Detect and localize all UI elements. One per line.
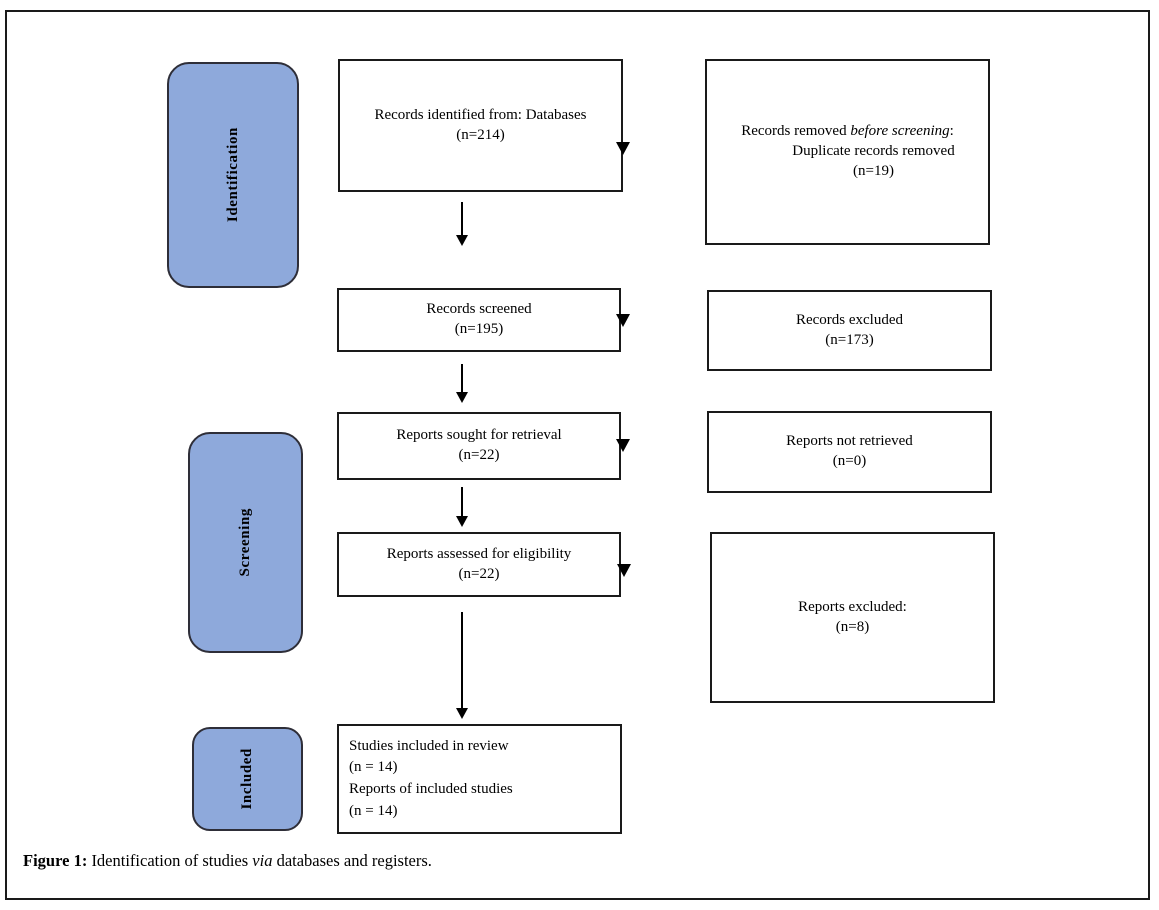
box-count: (n = 14) (349, 802, 398, 819)
box-count: (n=214) (456, 126, 505, 143)
figure-caption-text: Identification of studies (87, 851, 253, 870)
stage-screening: Screening (188, 432, 303, 653)
box-records-excluded: Records excluded (n=173) (707, 290, 992, 371)
box-text-segment: : (949, 123, 954, 140)
box-reports-assessed: Reports assessed for eligibility (n=22) (337, 532, 621, 597)
box-studies-included: Studies included in review (n = 14) Repo… (337, 724, 622, 834)
box-text: Reports of included studies (349, 781, 513, 797)
box-text: Records removed before screening: (707, 122, 988, 142)
stage-identification: Identification (167, 62, 299, 288)
box-records-screened: Records screened (n=195) (337, 288, 621, 352)
box-count: (n=195) (454, 321, 504, 337)
connector-arrowhead-reports-excluded (617, 564, 631, 577)
box-text: Records excluded (795, 311, 904, 328)
box-text: Studies included in review (349, 737, 509, 754)
down-arrow-sought-to-assessed (456, 487, 468, 527)
box-count: (n=0) (832, 453, 867, 469)
box-text: Reports assessed for eligibility (386, 545, 572, 562)
connector-arrowhead-reports-not-retrieved (616, 439, 630, 452)
connector-arrowhead-records-removed (616, 142, 630, 155)
stage-identification-label: Identification (224, 127, 241, 223)
box-count: (n=19) (853, 162, 894, 179)
figure-caption-italic: via (252, 851, 273, 870)
connector-arrowhead-records-excluded (616, 314, 630, 327)
box-count: (n=22) (458, 565, 500, 582)
down-arrow-identified-to-screened (456, 202, 468, 246)
box-text: Duplicate records removed (792, 143, 955, 160)
box-text: Records identified from: Databases (374, 106, 587, 123)
box-reports-excluded: Reports excluded: (n=8) (710, 532, 995, 703)
box-text: Records screened (426, 301, 532, 318)
box-text: Reports not retrieved (786, 433, 913, 450)
stage-screening-label: Screening (237, 508, 253, 577)
figure-caption-label: Figure 1: (23, 851, 88, 870)
figure-caption: Figure 1: Identification of studies via … (23, 851, 432, 871)
box-text-italic-segment: before screening (850, 123, 950, 140)
down-arrow-assessed-to-included (456, 612, 468, 719)
box-text: Reports sought for retrieval (396, 427, 562, 444)
box-count: (n = 14) (349, 759, 398, 776)
box-records-removed: Records removed before screening: Duplic… (705, 59, 990, 245)
box-count: (n=22) (458, 447, 500, 463)
stage-included: Included (192, 727, 303, 831)
box-count: (n=8) (835, 618, 870, 635)
box-reports-not-retrieved: Reports not retrieved (n=0) (707, 411, 992, 493)
box-text-segment: Records removed (741, 123, 851, 140)
box-count: (n=173) (825, 331, 874, 348)
stage-included-label: Included (239, 748, 255, 810)
box-reports-sought: Reports sought for retrieval (n=22) (337, 412, 621, 480)
figure-caption-text: databases and registers. (272, 851, 432, 870)
down-arrow-screened-to-sought (456, 364, 468, 403)
box-text: Reports excluded: (798, 598, 907, 615)
box-records-identified: Records identified from: Databases (n=21… (338, 59, 623, 192)
